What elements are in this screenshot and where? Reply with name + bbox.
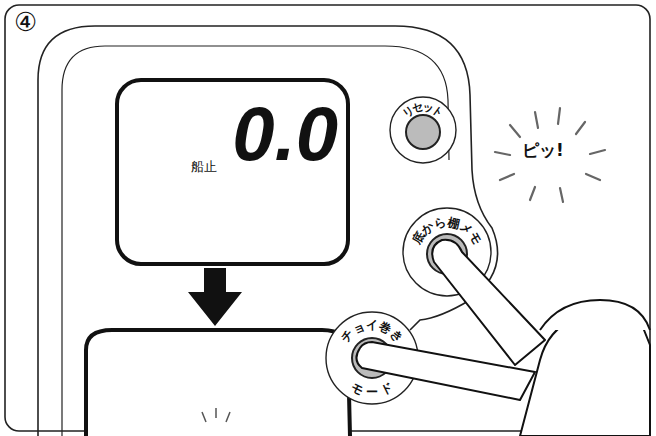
label-char: 底 (411, 230, 427, 246)
beep-sound: ピッ! (522, 141, 564, 160)
label-char: ト (430, 104, 445, 119)
label-char: モ (467, 230, 483, 246)
label-char: 巻 (378, 320, 394, 336)
label-char: イ (366, 319, 378, 331)
label-char: か (420, 220, 437, 237)
reset-button (406, 115, 440, 149)
label-char: ッ (422, 101, 435, 114)
hand (356, 240, 650, 436)
lower-beep-rays (202, 408, 230, 422)
lower-display (86, 330, 350, 436)
lcd-status: 船止 (191, 158, 217, 176)
label-char: メ (457, 220, 474, 237)
label-char: 棚 (447, 216, 461, 230)
label-char: ド (379, 381, 395, 397)
lcd-display: 0.0 船止 (115, 78, 350, 266)
lcd-digits: 0.0 (232, 96, 338, 172)
callout-number: ④ (14, 8, 37, 37)
label-char: チ (339, 327, 356, 344)
label-char: ら (433, 216, 447, 230)
label-char: ー (366, 386, 378, 398)
label-char: セ (411, 101, 424, 114)
reset-ring (390, 97, 456, 163)
label-char: き (388, 327, 405, 344)
label-char: リ (401, 104, 416, 119)
label-char: ョ (351, 320, 367, 336)
label-char: モ (349, 381, 365, 397)
beep-rays (495, 108, 605, 202)
housing-inner-line (62, 46, 449, 436)
down-arrow (188, 268, 242, 326)
